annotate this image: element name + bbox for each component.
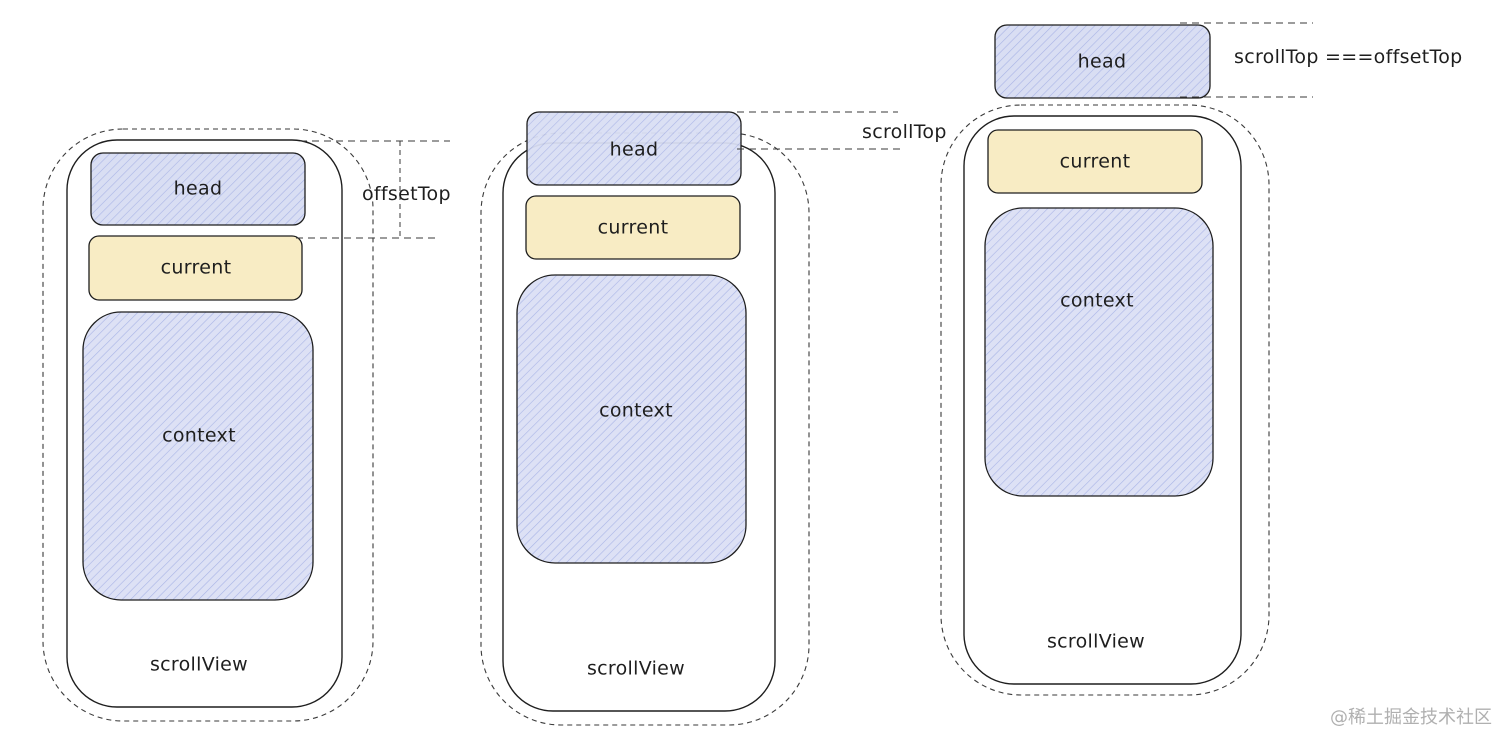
panel-2-current-label: current — [598, 217, 669, 239]
panel-3-head-label: head — [1078, 51, 1127, 73]
panel-1-context-label: context — [162, 425, 236, 447]
panel-2-current-box — [525, 195, 741, 260]
panel-2-context-label: context — [599, 400, 673, 422]
panel-2-scrollview-label: scrollView — [587, 658, 685, 680]
panel-3-context-label: context — [1060, 290, 1134, 312]
panel-3-head-box — [994, 24, 1211, 99]
panel-1: head current context scrollView offsetTo… — [42, 128, 451, 722]
panel-1-head-box — [90, 152, 306, 226]
panel-3-current-box — [987, 129, 1203, 194]
panel-2-scroll-top-label: scrollTop — [862, 121, 947, 143]
panel-1-current-label: current — [161, 257, 232, 279]
panel-1-offset-top-label: offsetTop — [362, 183, 451, 205]
panel-2: head current context scrollView scrollTo… — [480, 111, 947, 726]
panel-1-current-box — [88, 235, 303, 301]
panel-1-scrollview-label: scrollView — [150, 654, 248, 676]
watermark: @稀土掘金技术社区 — [1330, 707, 1492, 728]
panel-3-context-box — [984, 207, 1214, 497]
panel-3-scrollview-label: scrollView — [1047, 631, 1145, 653]
panel-3-equation-label: scrollTop ===offsetTop — [1234, 46, 1463, 68]
panel-1-head-label: head — [174, 178, 223, 200]
panel-3-outer-dashed-frame — [940, 104, 1270, 696]
panel-1-outer-dashed-frame — [42, 128, 374, 722]
panel-2-head-label: head — [610, 139, 659, 161]
panel-2-context-box — [516, 274, 747, 564]
panel-3-current-label: current — [1060, 151, 1131, 173]
panel-1-context-box — [82, 311, 314, 601]
panel-3: head current context scrollView scrollTo… — [940, 22, 1463, 696]
